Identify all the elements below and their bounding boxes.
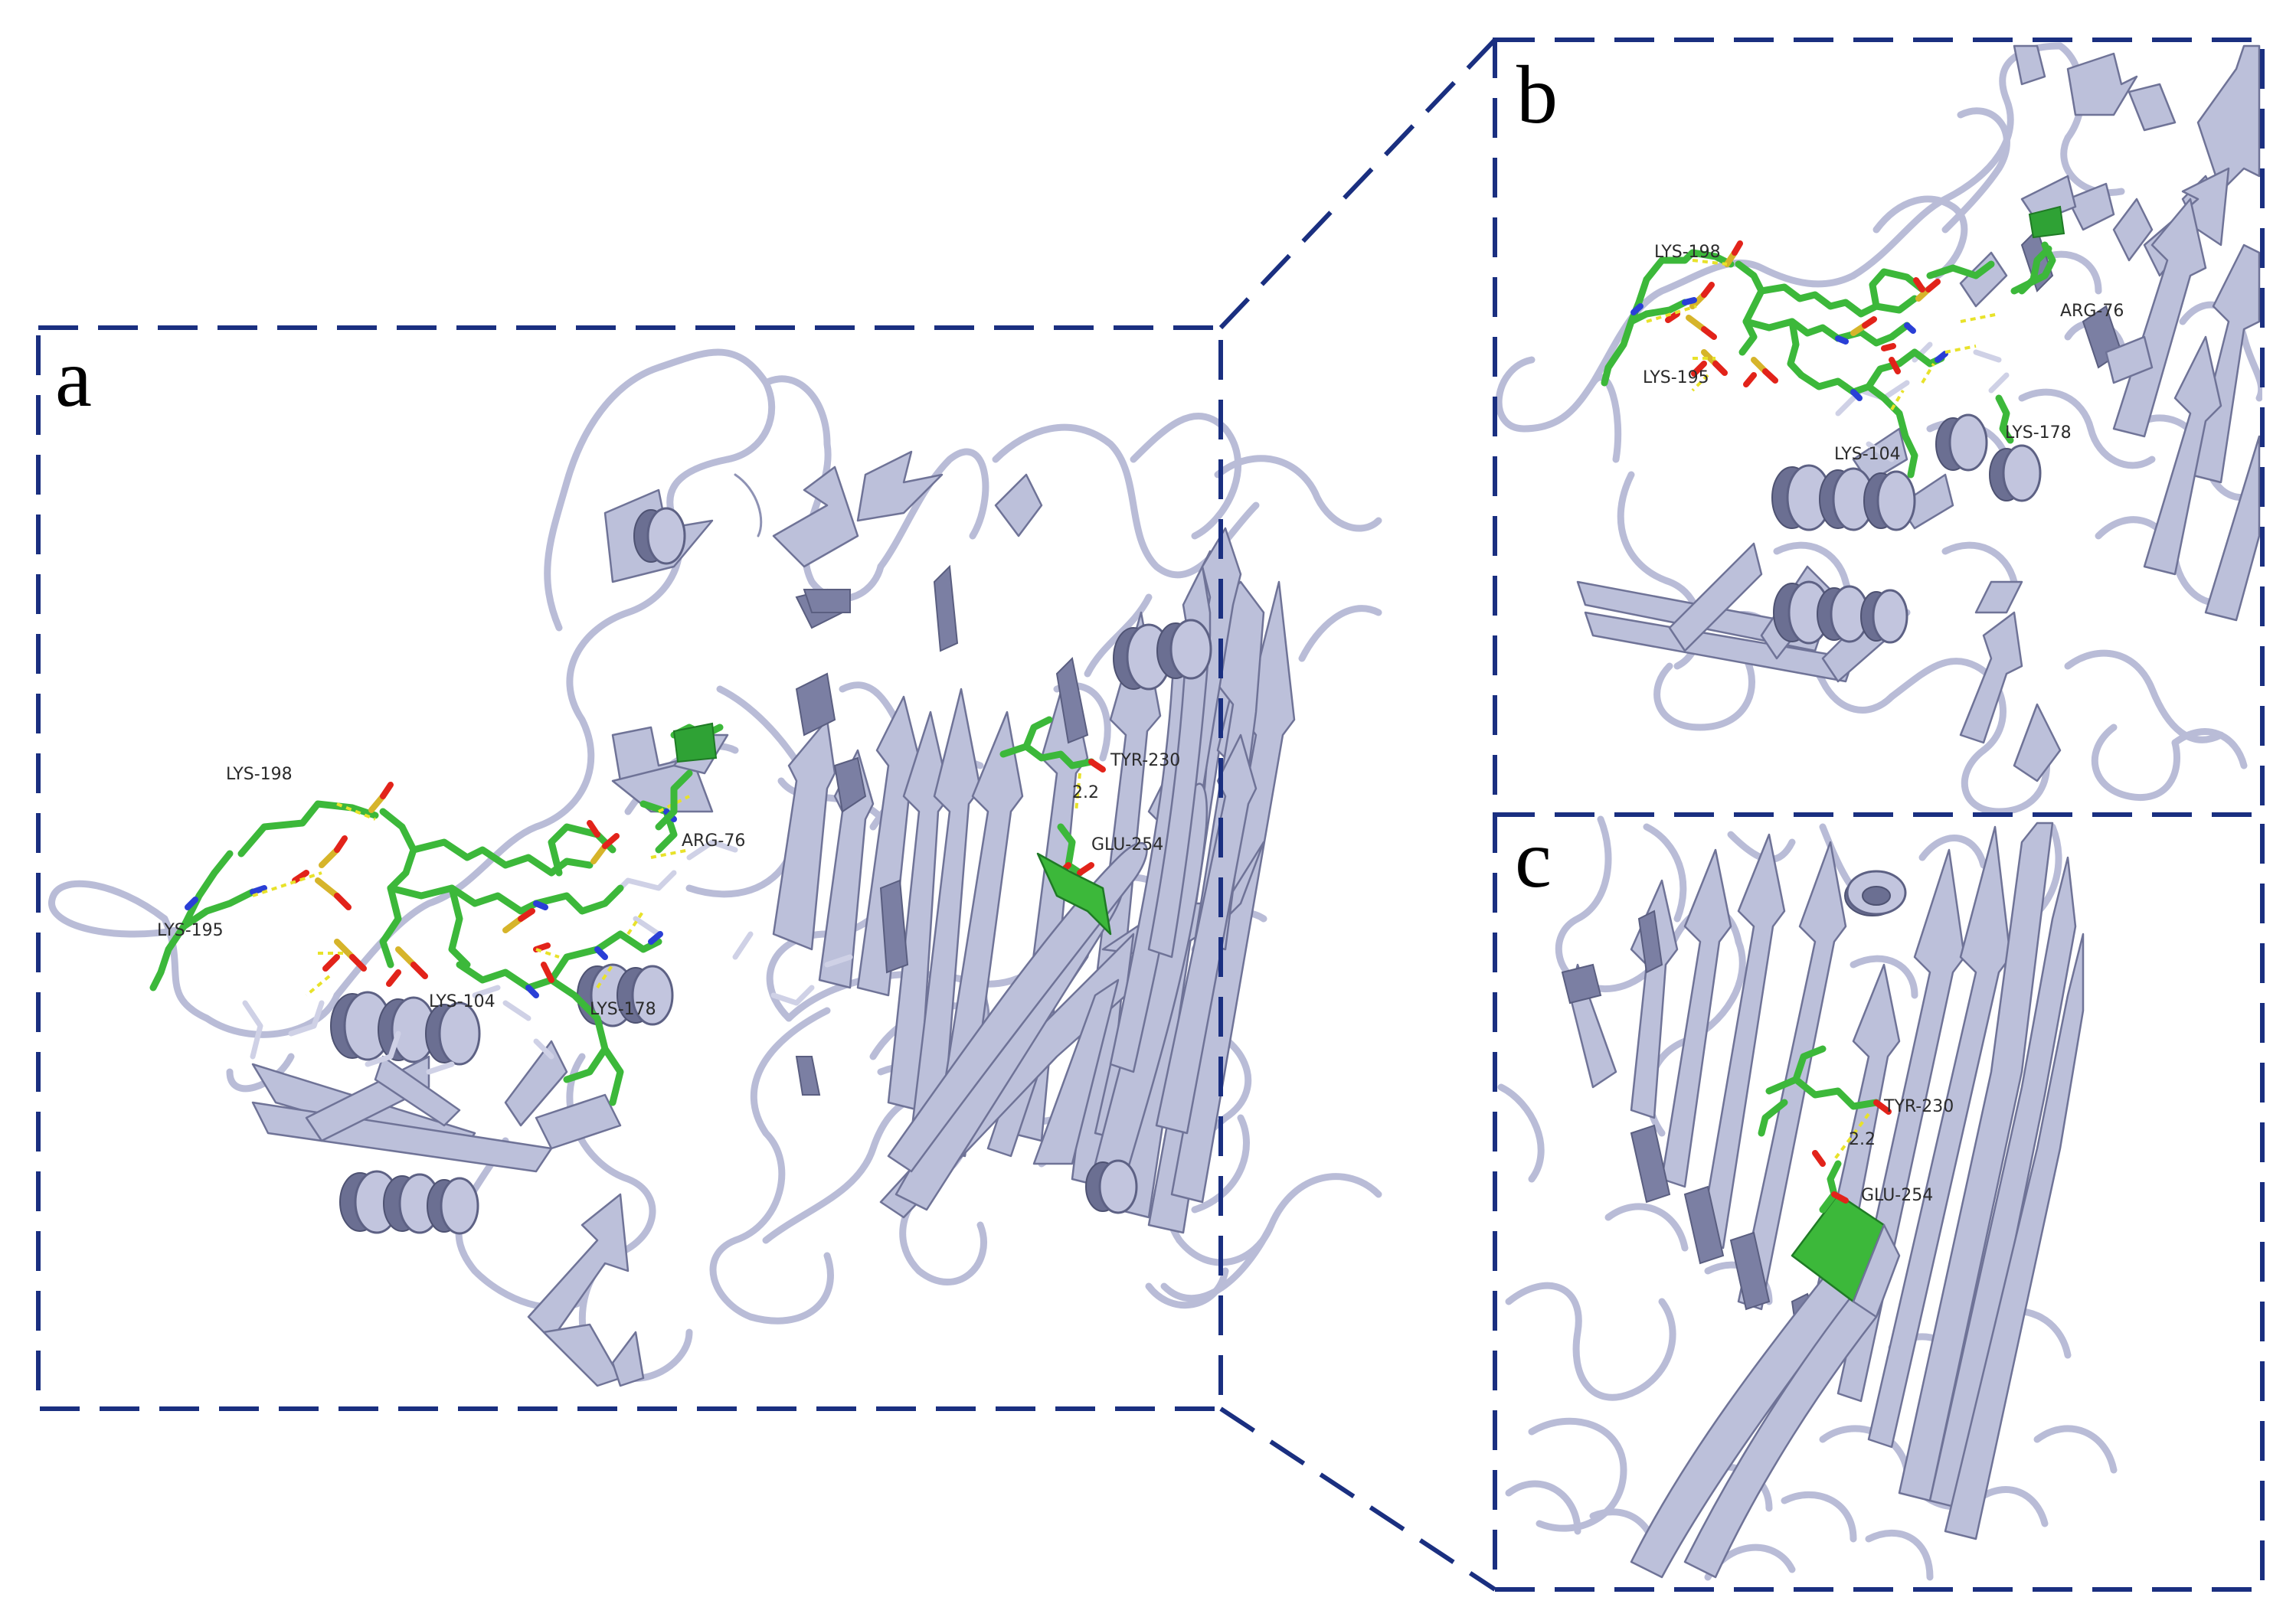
panel-a-helices xyxy=(330,507,1212,1235)
label-c-dist: 2.2 xyxy=(1849,1130,1876,1149)
panel-a-arg76 xyxy=(655,722,718,831)
panel-a-labels: LYS-198 LYS-195 LYS-104 LYS-178 ARG-76 T… xyxy=(157,751,1180,1019)
label-b-lys195: LYS-195 xyxy=(1643,368,1709,387)
panel-c: TYR-230 2.2 GLU-254 c xyxy=(1493,812,2265,1592)
label-a-lys198: LYS-198 xyxy=(226,765,293,784)
label-b-lys178: LYS-178 xyxy=(2005,423,2072,443)
panel-a-lower-sheet xyxy=(251,1040,645,1387)
panel-a-letter: a xyxy=(55,333,92,424)
zoom-connectors xyxy=(1218,38,1497,1592)
label-a-lys195: LYS-195 xyxy=(157,921,224,940)
label-a-lys178: LYS-178 xyxy=(590,1000,656,1019)
panel-c-letter: c xyxy=(1515,814,1552,905)
label-a-tyr230: TYR-230 xyxy=(1110,751,1180,770)
label-a-arg76: ARG-76 xyxy=(682,831,745,851)
panel-b-ligand xyxy=(1601,205,2065,479)
panel-c-helices xyxy=(1844,870,1907,916)
panel-a-ligand xyxy=(149,724,853,1106)
label-b-lys198: LYS-198 xyxy=(1654,243,1721,262)
panel-c-labels: TYR-230 2.2 GLU-254 xyxy=(1849,1097,1954,1205)
panel-b-strands xyxy=(1576,44,2261,782)
label-b-arg76: ARG-76 xyxy=(2060,302,2124,321)
panel-c-frame xyxy=(1493,812,2265,1592)
panel-b-labels: LYS-198 LYS-195 LYS-104 LYS-178 ARG-76 xyxy=(1643,243,2124,464)
panel-a-tyr230-glu254 xyxy=(999,716,1112,936)
panel-b-letter: b xyxy=(1516,50,1558,141)
label-c-glu254: GLU-254 xyxy=(1861,1186,1933,1205)
label-c-tyr230: TYR-230 xyxy=(1883,1097,1954,1116)
panel-a-strands xyxy=(603,450,1296,1234)
panel-c-residues xyxy=(1758,1045,1892,1214)
panel-b-coil xyxy=(1495,42,2262,815)
panel-c-strands xyxy=(1561,822,2085,1579)
label-a-dist: 2.2 xyxy=(1072,783,1099,802)
label-b-lys104: LYS-104 xyxy=(1834,445,1901,464)
label-a-glu254: GLU-254 xyxy=(1091,835,1163,854)
label-a-lys104: LYS-104 xyxy=(429,992,496,1011)
panel-a: LYS-198 LYS-195 LYS-104 LYS-178 ARG-76 T… xyxy=(36,325,1382,1411)
panel-b-helices xyxy=(1771,413,2042,645)
panel-b: LYS-198 LYS-195 LYS-104 LYS-178 ARG-76 b xyxy=(1493,38,2265,817)
